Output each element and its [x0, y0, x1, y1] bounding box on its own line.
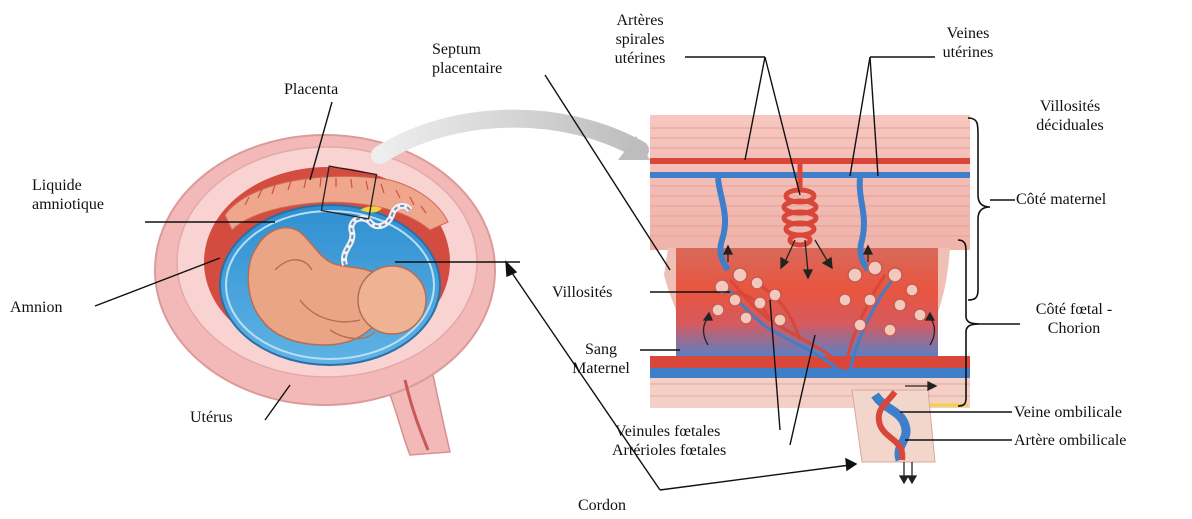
- label-septum-placentaire: Septum placentaire: [432, 40, 502, 78]
- label-villosites: Villosités: [552, 283, 612, 302]
- zoom-arrow: [380, 119, 650, 160]
- label-artere-ombilicale: Artère ombilicale: [1014, 431, 1126, 450]
- label-cote-foetal-chorion: Côté fœtal - Chorion: [1018, 300, 1130, 338]
- label-placenta: Placenta: [284, 80, 338, 99]
- label-veinules-foetales: Veinules fœtales: [615, 422, 720, 441]
- label-uterus: Utérus: [190, 408, 233, 427]
- label-cote-maternel: Côté maternel: [1016, 190, 1106, 209]
- label-sang-maternel: Sang Maternel: [558, 340, 644, 378]
- label-arteres-spirales-uterines: Artères spirales utérines: [590, 11, 690, 68]
- label-amnion: Amnion: [10, 298, 62, 317]
- label-veine-ombilicale: Veine ombilicale: [1014, 403, 1122, 422]
- label-villosites-deciduales: Villosités déciduales: [1020, 97, 1120, 135]
- uterus-illustration: [155, 135, 495, 455]
- label-cordon: Cordon: [578, 496, 626, 515]
- label-liquide-amniotique: Liquide amniotique: [32, 176, 104, 214]
- label-arterioles-foetales: Artérioles fœtales: [612, 441, 726, 460]
- label-veines-uterines: Veines utérines: [918, 24, 1018, 62]
